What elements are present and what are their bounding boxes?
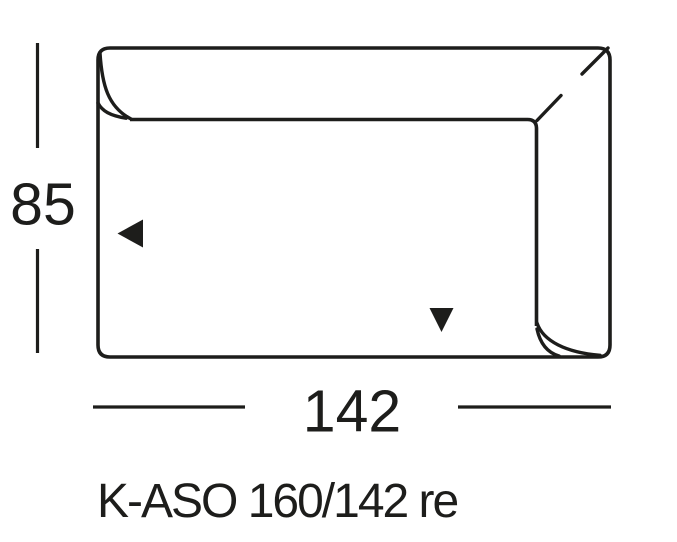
corner-miter-line-upper bbox=[580, 46, 610, 76]
model-caption: K-ASO 160/142 re bbox=[97, 475, 459, 528]
corner-miter-line-lower bbox=[535, 93, 563, 123]
backrest-seat-line bbox=[130, 117, 539, 326]
cushion-fold-bottom-right-short bbox=[535, 327, 561, 358]
cushion-fold-top-left-short bbox=[96, 101, 128, 120]
height-dimension-label: 85 bbox=[10, 171, 76, 238]
cushion-fold-top-left-long bbox=[98, 51, 133, 121]
cushion-fold-bottom-right-long bbox=[535, 321, 602, 357]
arrow-down-icon bbox=[429, 308, 454, 332]
sofa-outline bbox=[96, 46, 612, 359]
arrow-left-icon bbox=[117, 219, 143, 248]
width-dimension-label: 142 bbox=[302, 378, 402, 445]
